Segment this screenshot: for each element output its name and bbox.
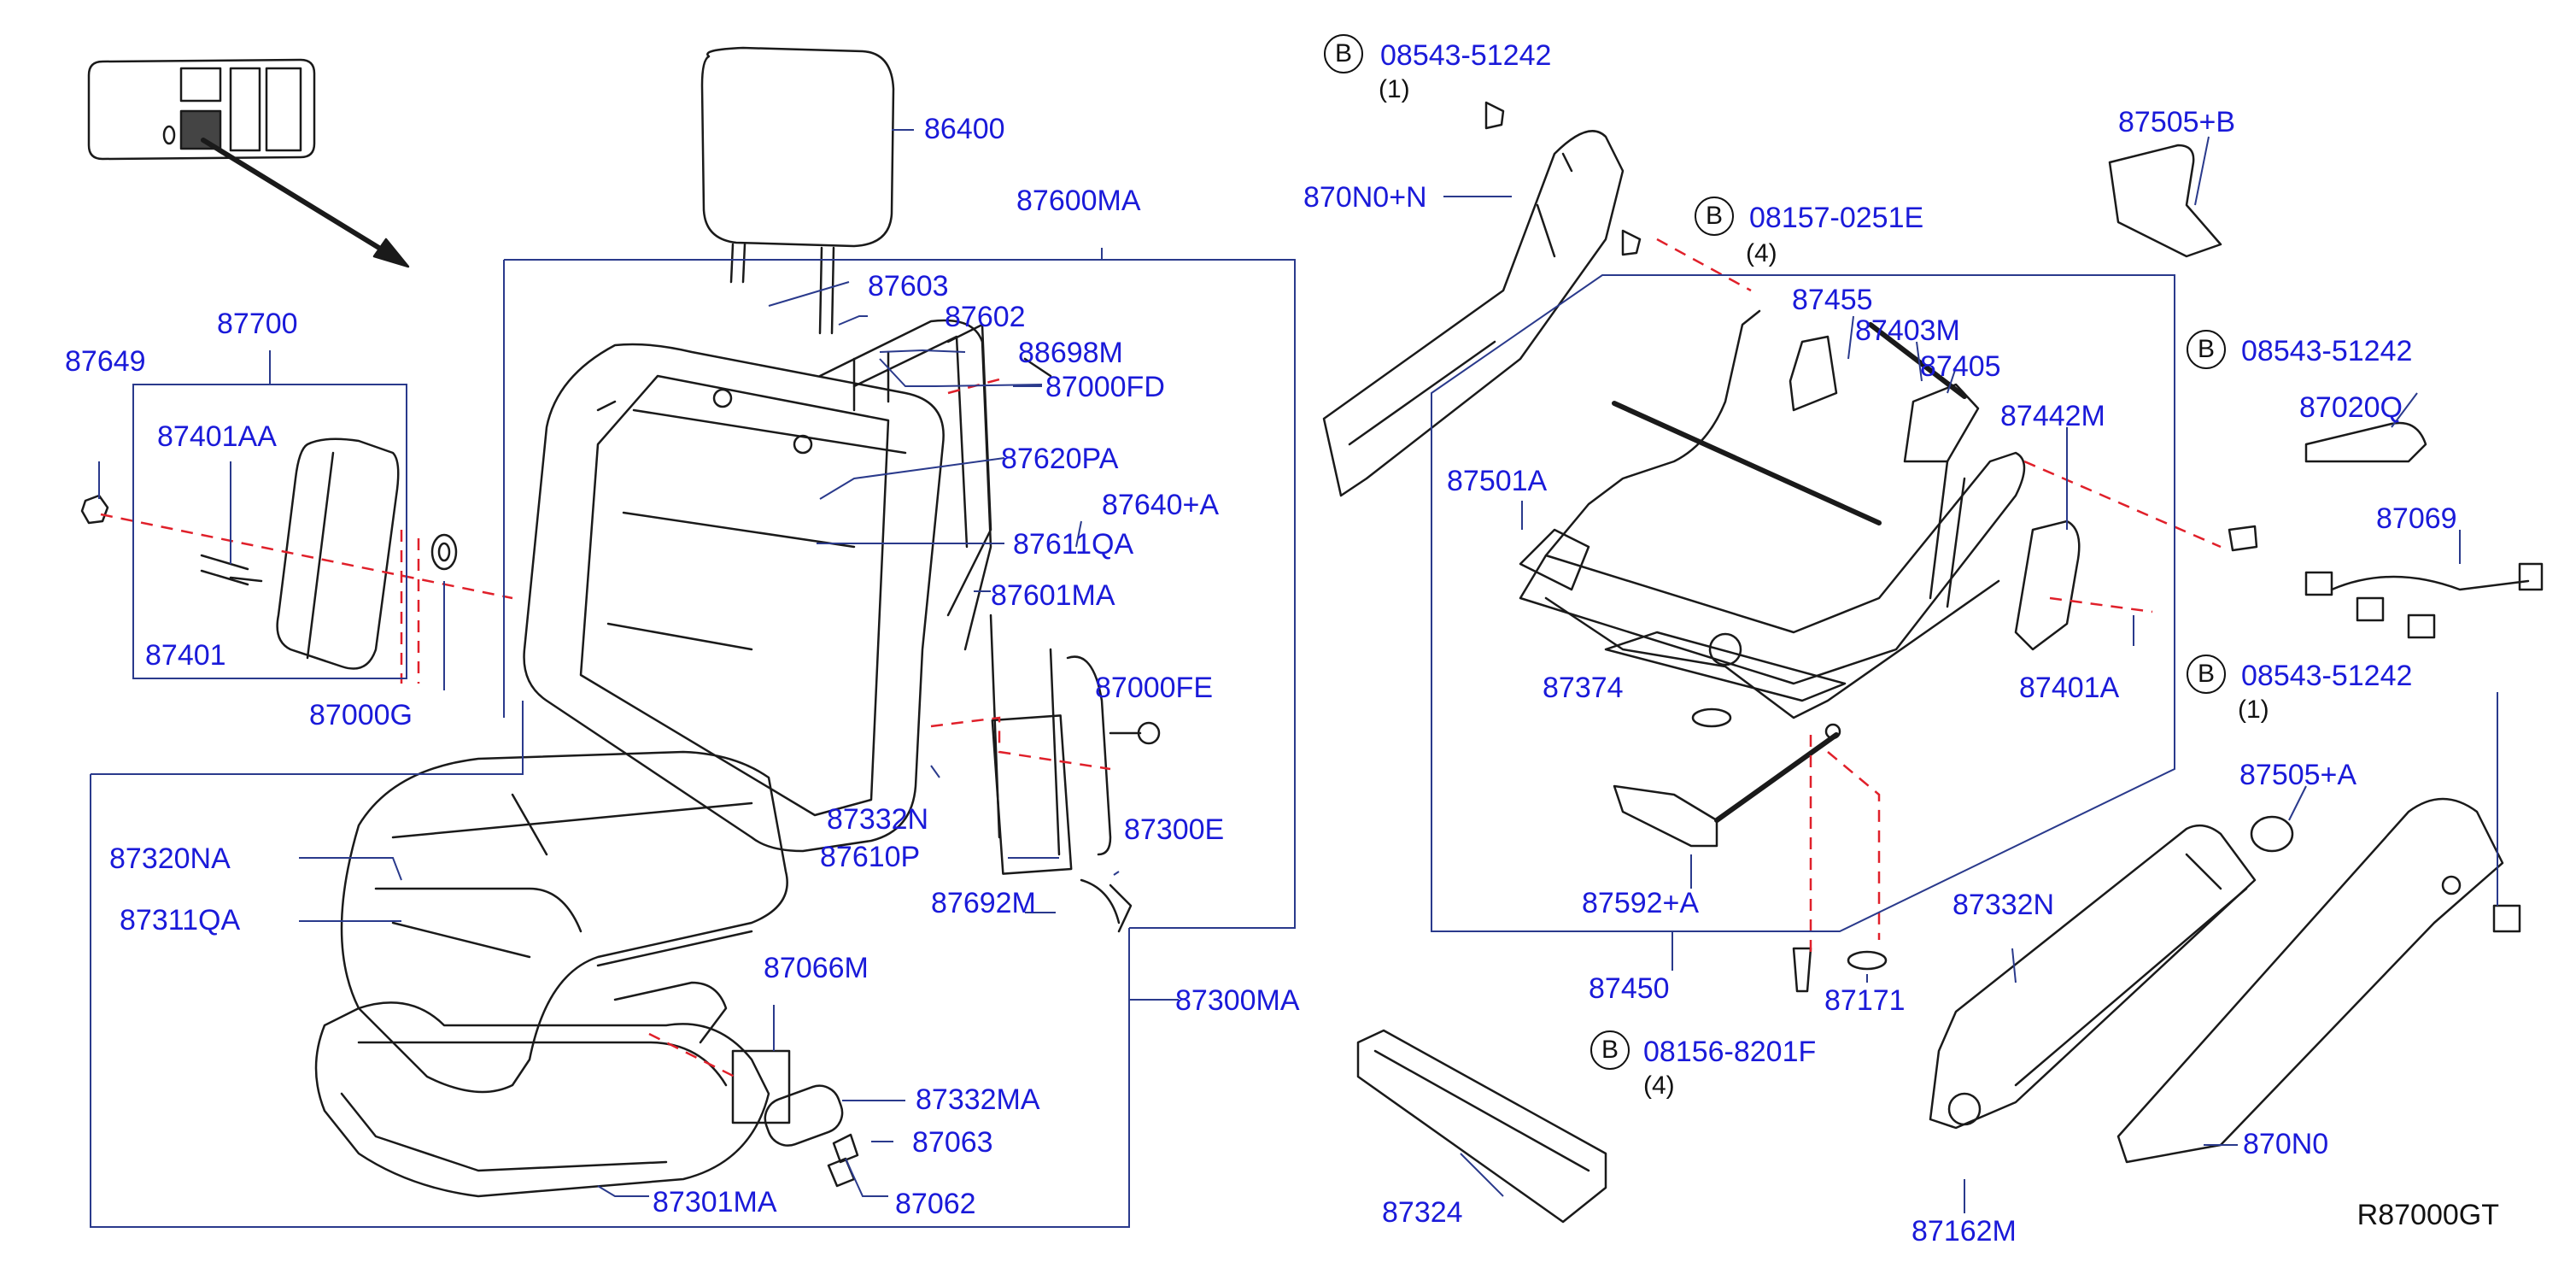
callout-08543-51242-3[interactable]: 08543-51242: [2241, 660, 2413, 692]
callout-87505a[interactable]: 87505+A: [2239, 759, 2357, 791]
cover-87505b: [2108, 144, 2222, 258]
washer-87374: [1691, 707, 1732, 728]
harness-87069-shape: [2304, 562, 2544, 639]
trim-piece-87066m: [731, 1049, 791, 1124]
callout-08156-8201f[interactable]: 08156-8201F: [1643, 1036, 1817, 1068]
callout-87620pa[interactable]: 87620PA: [1001, 443, 1119, 475]
callout-87603[interactable]: 87603: [868, 270, 949, 302]
bracket-87455: [1789, 335, 1838, 412]
callout-87301ma[interactable]: 87301MA: [653, 1186, 777, 1218]
power-motor-87592a-shape: [1613, 723, 1841, 848]
bolt-08157: [1621, 229, 1642, 256]
bolt-symbol-3: B: [2187, 330, 2226, 369]
callout-87405[interactable]: 87405: [1920, 350, 2001, 383]
recliner-arm-870n0n-shape: [1322, 130, 1625, 497]
callout-87332ma[interactable]: 87332MA: [916, 1083, 1040, 1116]
diagram-code: R87000GT: [2356, 1199, 2499, 1231]
bolt-qty-2: (4): [1746, 239, 1777, 267]
callout-87171[interactable]: 87171: [1824, 984, 1906, 1017]
callout-87324[interactable]: 87324: [1382, 1196, 1463, 1229]
callout-87332n-b[interactable]: 87332N: [1952, 889, 2055, 921]
callout-87611qa[interactable]: 87611QA: [1013, 528, 1134, 561]
bolt-08543-1: [1484, 101, 1505, 130]
callout-87300e[interactable]: 87300E: [1124, 813, 1225, 846]
washer-87171: [1847, 950, 1888, 971]
callout-87000fe[interactable]: 87000FE: [1095, 672, 1213, 704]
bolt-qty-1: (1): [1379, 75, 1410, 103]
clip-87063: [832, 1133, 859, 1164]
callout-88698m[interactable]: 88698M: [1018, 337, 1123, 369]
vehicle-locator-icon: [87, 58, 316, 161]
callout-87501a[interactable]: 87501A: [1447, 465, 1548, 497]
callout-87640a[interactable]: 87640+A: [1102, 489, 1220, 521]
rail-cover-87324-shape: [1356, 1029, 1607, 1224]
bolt-qty-4: (1): [2238, 696, 2269, 724]
bracket-87405: [1903, 383, 1980, 463]
callout-87700[interactable]: 87700: [217, 308, 298, 340]
bolt-symbol-2: B: [1695, 197, 1734, 236]
callout-87311qa[interactable]: 87311QA: [120, 904, 241, 936]
callout-87442m[interactable]: 87442M: [2000, 400, 2105, 432]
bolt-08543-3: [2492, 904, 2521, 933]
cap-87505a: [2250, 815, 2294, 853]
callout-87610p[interactable]: 87610P: [820, 841, 921, 873]
callout-87649[interactable]: 87649: [65, 345, 146, 378]
bolt-08543-2: [2228, 525, 2258, 552]
rail-cover-87162m-shape: [1929, 824, 2257, 1130]
cap-87649: [80, 494, 109, 525]
callout-87403m[interactable]: 87403M: [1855, 314, 1960, 347]
callout-08543-51242-1[interactable]: 08543-51242: [1380, 39, 1552, 72]
callout-08157-0251e[interactable]: 08157-0251E: [1749, 202, 1924, 234]
callout-87602[interactable]: 87602: [945, 301, 1026, 333]
lever-87442m: [2014, 520, 2081, 651]
bolt-symbol-5: B: [1590, 1030, 1630, 1070]
callout-86400[interactable]: 86400: [924, 113, 1005, 145]
callout-87062[interactable]: 87062: [895, 1188, 976, 1220]
callout-870n0[interactable]: 870N0: [2243, 1128, 2329, 1160]
callout-87069[interactable]: 87069: [2376, 502, 2457, 535]
headrest-shape: [700, 46, 895, 335]
seat-track-assembly-shape: [1519, 309, 2026, 719]
callout-87000g[interactable]: 87000G: [309, 699, 413, 731]
callout-87592a[interactable]: 87592+A: [1582, 887, 1700, 919]
trim-piece-87332ma: [764, 1084, 844, 1147]
seat-back-frame-shape: [818, 319, 1052, 651]
cushion-frame-shape: [314, 981, 770, 1198]
callout-08543-51242-2[interactable]: 08543-51242: [2241, 335, 2413, 367]
side-cover-870n0-shape: [2116, 797, 2504, 1164]
callout-87692m[interactable]: 87692M: [931, 887, 1036, 919]
callout-87320na[interactable]: 87320NA: [109, 842, 231, 875]
lumbar-support-shape: [989, 613, 1161, 933]
seat-cushion-shape: [340, 750, 788, 1094]
callout-87601ma[interactable]: 87601MA: [991, 579, 1115, 612]
callout-87401[interactable]: 87401: [145, 639, 226, 672]
callout-87300ma[interactable]: 87300MA: [1175, 984, 1300, 1017]
callout-87020q[interactable]: 87020Q: [2299, 391, 2403, 424]
bolt-symbol-1: B: [1324, 34, 1363, 73]
callout-870n0n[interactable]: 870N0+N: [1303, 181, 1427, 214]
side-trim-87700-shape: [276, 437, 400, 670]
bolt-qty-5: (4): [1643, 1071, 1675, 1100]
callout-87401aa[interactable]: 87401AA: [157, 420, 277, 453]
callout-87063[interactable]: 87063: [912, 1126, 993, 1159]
callout-87332n-a[interactable]: 87332N: [827, 803, 929, 836]
callout-87455[interactable]: 87455: [1792, 284, 1873, 316]
callout-87401a[interactable]: 87401A: [2019, 672, 2120, 704]
seat-back-shape: [523, 323, 992, 853]
callout-87505b[interactable]: 87505+B: [2118, 106, 2236, 138]
washer-87000g: [430, 533, 458, 571]
bolt-08156: [1792, 947, 1812, 993]
callout-87162m[interactable]: 87162M: [1912, 1215, 2017, 1247]
harness-87020q: [2304, 421, 2427, 463]
callout-87450[interactable]: 87450: [1589, 972, 1670, 1005]
bolt-symbol-4: B: [2187, 655, 2226, 694]
callout-87374[interactable]: 87374: [1543, 672, 1624, 704]
rod-87403m: [1868, 322, 1967, 399]
bolt-87401aa: [200, 554, 249, 586]
callout-87000fd[interactable]: 87000FD: [1045, 371, 1165, 403]
callout-87600ma[interactable]: 87600MA: [1016, 185, 1141, 217]
callout-87066m[interactable]: 87066M: [764, 952, 869, 984]
